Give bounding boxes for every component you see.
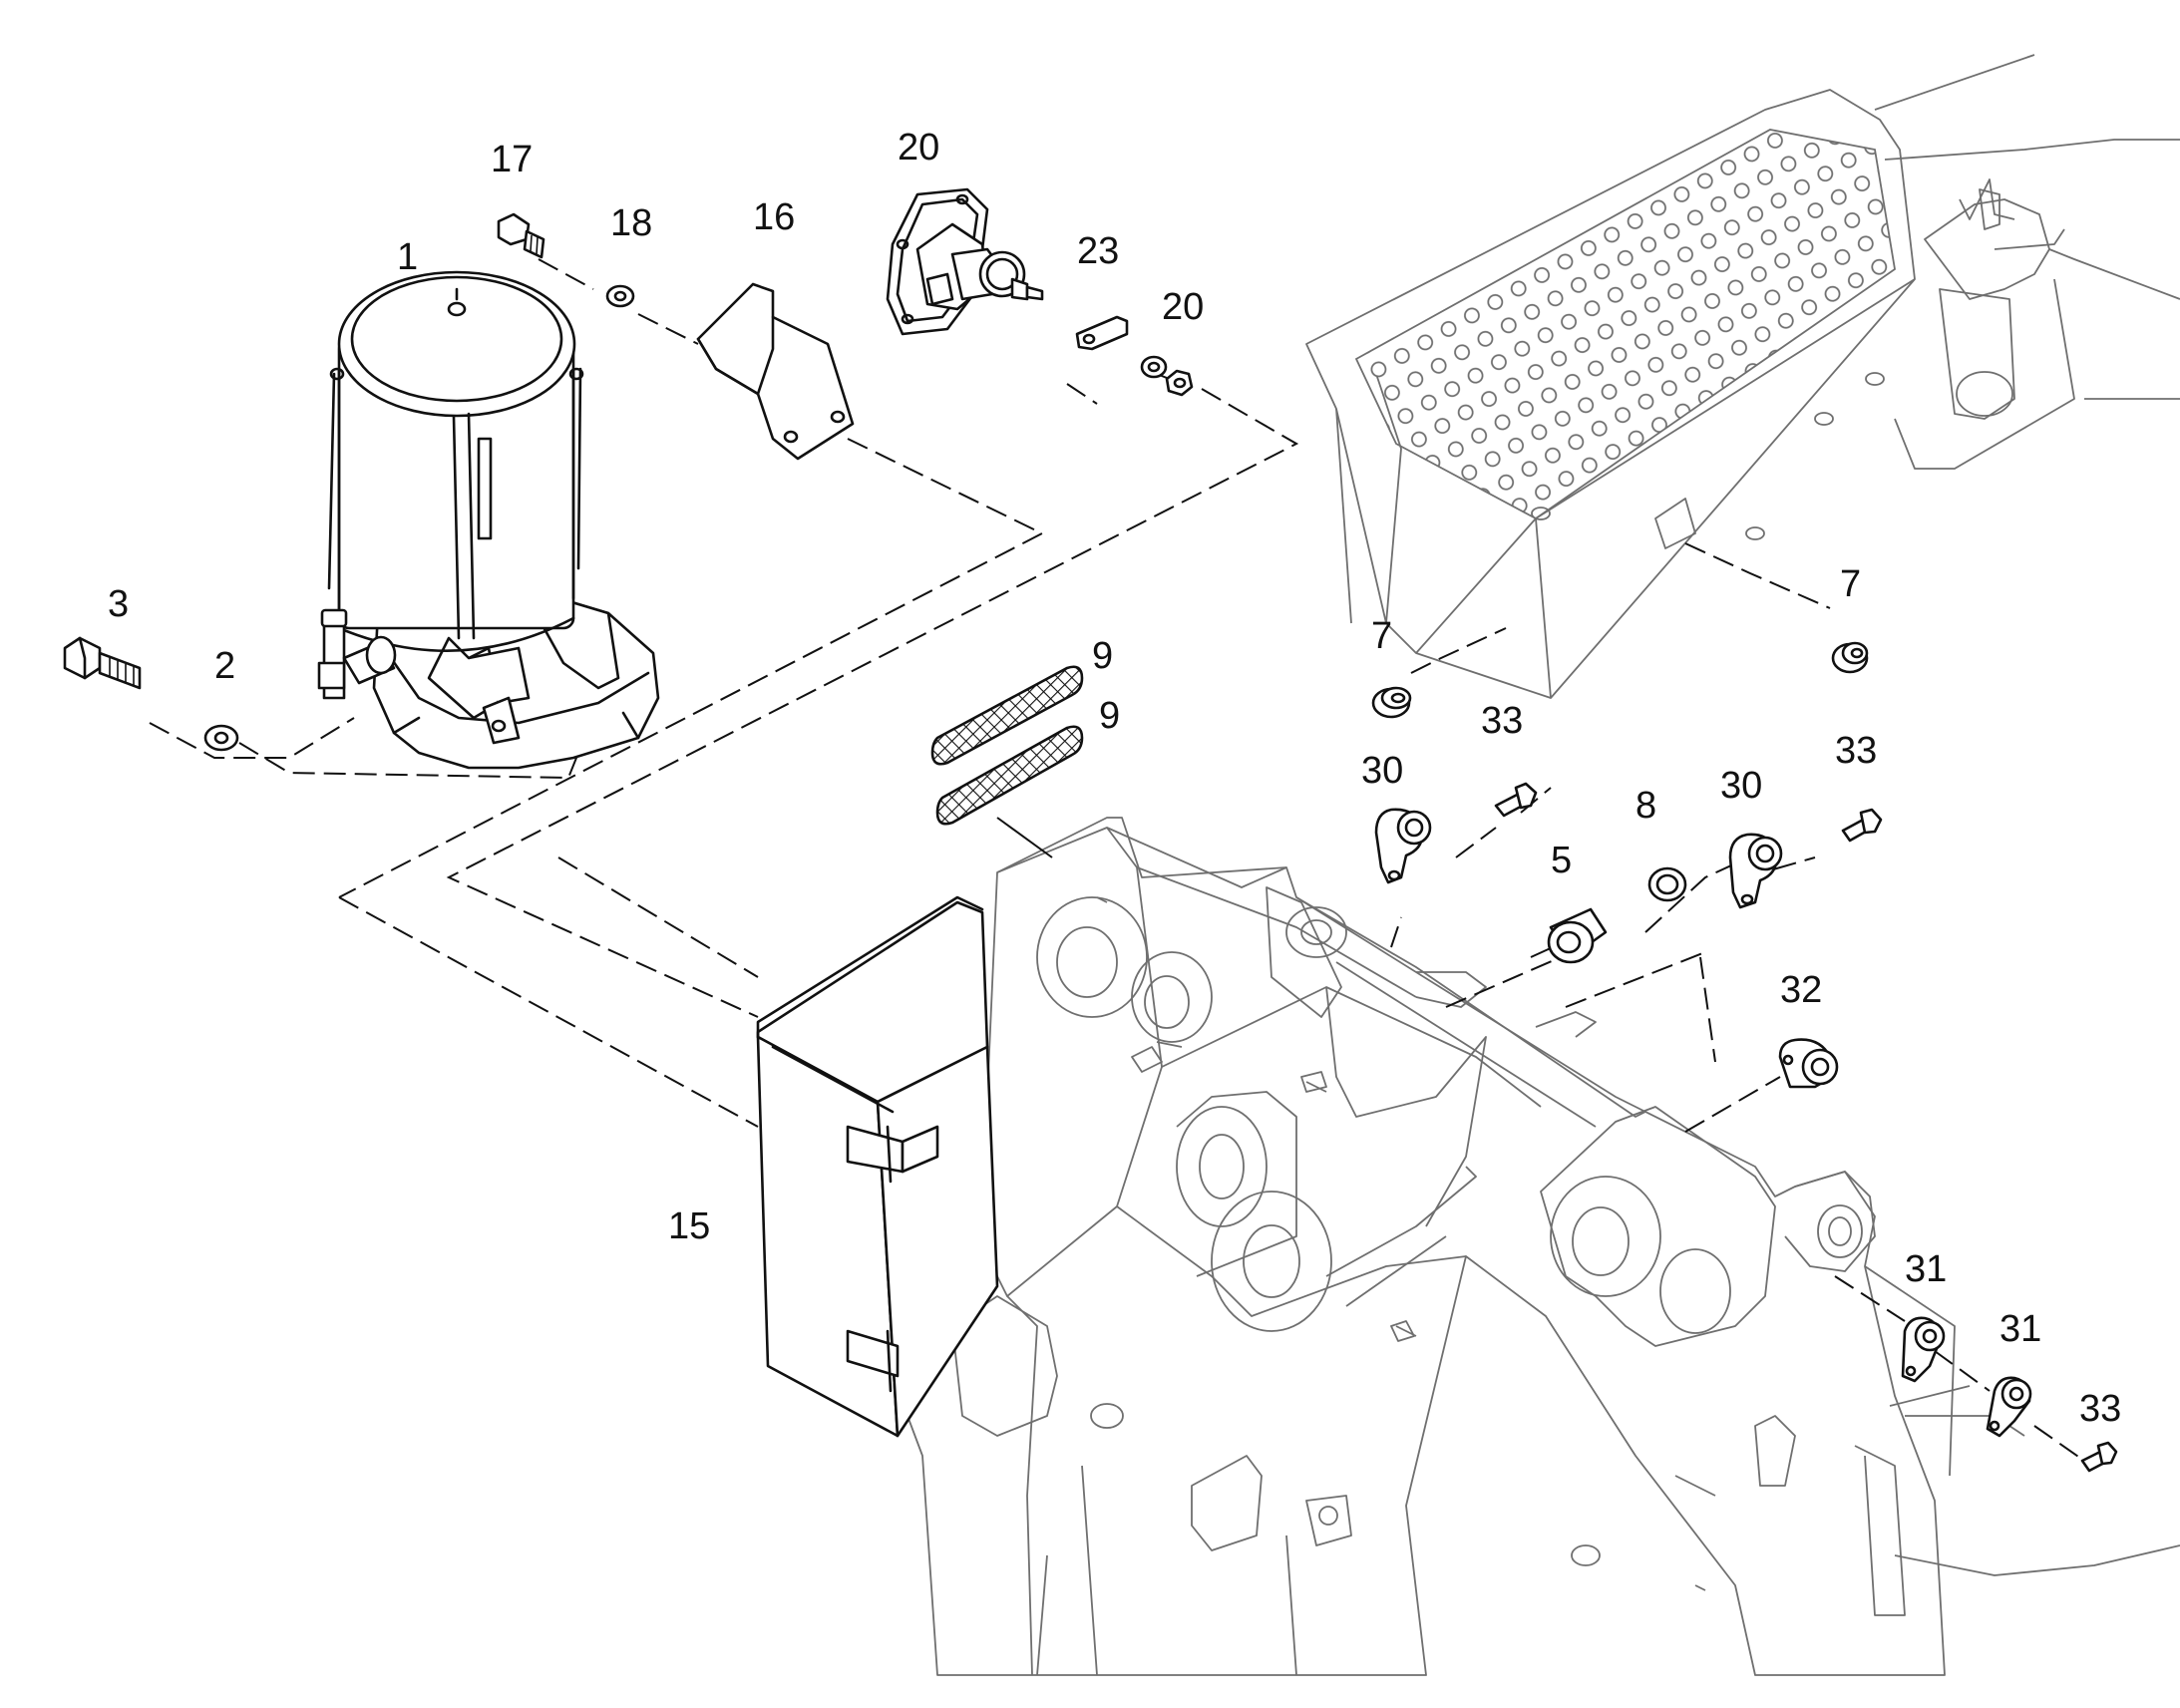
part-20-motor (886, 187, 1044, 336)
part-7-grommet-a (1371, 686, 1412, 719)
callout-labels: 1 2 3 5 7 7 8 9 9 15 16 17 18 20 20 23 3… (108, 127, 2121, 1430)
callout-3: 3 (108, 583, 129, 625)
part-15-control-box (756, 895, 999, 1438)
callout-18: 18 (610, 202, 652, 244)
callout-15: 15 (668, 1205, 710, 1247)
part-1-lubrication-pump (317, 270, 660, 770)
callout-31b: 31 (1999, 1308, 2041, 1350)
part-17-bolt (497, 212, 545, 259)
callout-7b: 7 (1840, 563, 1861, 605)
callout-2: 2 (214, 645, 235, 687)
callout-20b: 20 (1162, 286, 1204, 328)
leader-lines (149, 258, 2085, 1462)
callout-9a: 9 (1092, 635, 1113, 677)
part-33-screw-c (2080, 1441, 2118, 1473)
callout-32: 32 (1780, 969, 1822, 1011)
callout-1: 1 (397, 236, 418, 278)
part-5-bushing (1547, 907, 1608, 964)
callout-16: 16 (753, 196, 795, 238)
callout-31a: 31 (1905, 1248, 1947, 1290)
callout-20a: 20 (898, 127, 939, 169)
callout-7a: 7 (1371, 615, 1392, 657)
part-32-clamp (1778, 1038, 1839, 1089)
callout-33b: 33 (1835, 730, 1877, 772)
callout-33c: 33 (2079, 1388, 2121, 1430)
callout-33a: 33 (1481, 700, 1523, 742)
callout-8: 8 (1635, 785, 1656, 827)
part-3-bolt (63, 636, 142, 690)
part-18-washer (605, 284, 635, 308)
part-33-screw-b (1841, 808, 1883, 843)
loader-frame-background (902, 817, 2180, 1676)
callout-5: 5 (1551, 840, 1572, 881)
callout-17: 17 (491, 139, 533, 180)
part-23-link-plate (1075, 315, 1129, 351)
part-33-screw-a (1494, 782, 1538, 818)
part-9-hoses (930, 665, 1084, 826)
part-31-clamp-a (1901, 1316, 1946, 1383)
part-30-clamp-b (1728, 833, 1783, 909)
part-7-grommet-b (1831, 641, 1869, 674)
callout-30a: 30 (1361, 750, 1403, 792)
rear-platform-background (1305, 54, 2180, 699)
part-20-nut-washer (1140, 355, 1194, 397)
part-30-clamp-a (1374, 808, 1432, 884)
callout-9b: 9 (1099, 695, 1120, 737)
part-2-washer (203, 724, 239, 752)
callout-30b: 30 (1720, 765, 1762, 807)
part-31-clamp-b (1986, 1376, 2032, 1438)
part-8-ring (1647, 866, 1687, 902)
part-16-bracket (696, 282, 855, 461)
callout-23: 23 (1077, 230, 1119, 272)
